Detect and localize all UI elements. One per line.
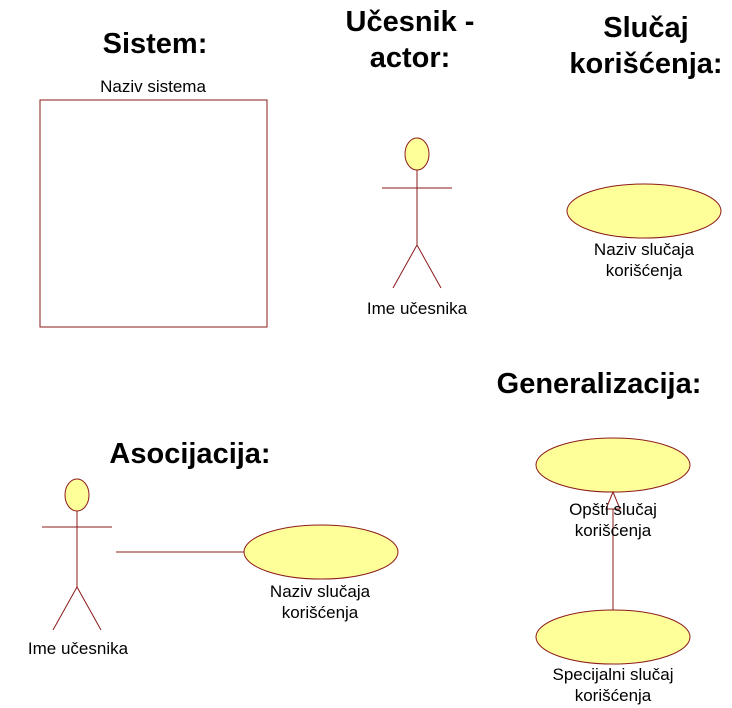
association-actor-name-label: Ime učesnika — [27, 639, 129, 658]
association-use-case-name-label: Naziv slučaja korišćenja — [240, 581, 400, 623]
use-case-name-label: Naziv slučaja korišćenja — [564, 239, 724, 281]
special-use-case-line2: korišćenja — [574, 686, 652, 705]
special-use-case-ellipse — [535, 609, 691, 665]
heading-ucesnik-line2: actor: — [369, 42, 451, 74]
use-case-ellipse — [566, 183, 722, 239]
association-actor-figure — [42, 478, 112, 631]
association-use-case-line1: Naziv slučaja — [269, 582, 371, 601]
heading-slucaj-line2: korišćenja: — [569, 48, 723, 80]
general-use-case-line2: korišćenja — [574, 521, 652, 540]
general-use-case-name-label: Opšti slučaj korišćenja — [533, 499, 693, 541]
special-use-case-line1: Specijalni slučaj — [552, 665, 674, 684]
actor-left-leg — [392, 244, 418, 289]
heading-sistem: Sistem: — [102, 28, 208, 60]
heading-slucaj-line1: Slučaj — [603, 12, 689, 44]
system-boundary — [39, 99, 268, 328]
general-use-case-ellipse — [535, 437, 691, 493]
actor-head — [404, 137, 430, 171]
use-case-name-line2: korišćenja — [605, 261, 683, 280]
special-use-case-name-label: Specijalni slučaj korišćenja — [528, 664, 698, 706]
actor-right-leg — [416, 244, 442, 289]
association-actor-right-leg — [76, 586, 102, 631]
association-actor-left-leg — [52, 586, 78, 631]
heading-ucesnik-line1: Učesnik - — [345, 6, 475, 38]
heading-asocijacija: Asocijacija: — [109, 438, 271, 470]
actor-figure — [382, 137, 452, 289]
use-case-name-line1: Naziv slučaja — [593, 240, 695, 259]
system-name-label: Naziv sistema — [100, 77, 206, 96]
general-use-case-line1: Opšti slučaj — [569, 500, 657, 519]
heading-slucaj: Slučaj korišćenja: — [560, 10, 732, 82]
heading-ucesnik: Učesnik - actor: — [310, 4, 510, 76]
actor-name-label: Ime učesnika — [366, 299, 468, 318]
generalization-arrowhead — [605, 490, 621, 510]
association-actor-head — [64, 478, 90, 512]
association-use-case-line2: korišćenja — [281, 603, 359, 622]
association-use-case-ellipse — [243, 524, 399, 580]
heading-generalizacija: Generalizacija: — [496, 368, 702, 400]
